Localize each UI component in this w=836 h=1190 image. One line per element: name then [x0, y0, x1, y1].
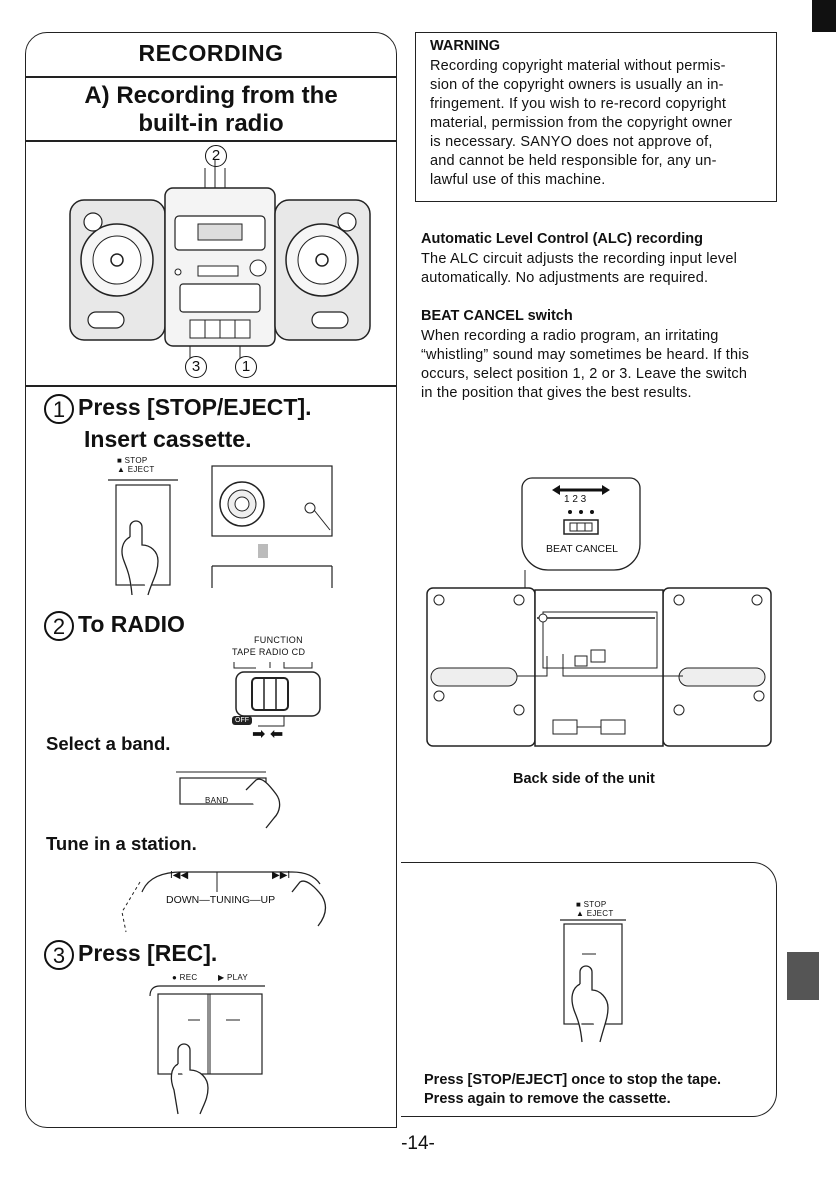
- callout-3: 3: [185, 356, 207, 378]
- subtitle-divider: [25, 140, 397, 142]
- warning-text: Recording copyright material without per…: [430, 58, 733, 188]
- tuning-buttons-illustration[interactable]: [112, 862, 342, 942]
- left-column-frame: [25, 32, 397, 1128]
- beat-cancel-switch-illustration[interactable]: [521, 477, 641, 571]
- beat-cancel-title: BEAT CANCEL switch: [421, 308, 573, 324]
- stop-eject-instruction-line1: Press [STOP/EJECT] once to stop the tape…: [424, 1072, 722, 1088]
- cassette-insert-illustration: [211, 465, 333, 588]
- stop-eject-panel-illustration[interactable]: [560, 918, 630, 1046]
- direction-arrows: ➡ ⬅: [252, 726, 284, 743]
- back-side-caption: Back side of the unit: [513, 771, 655, 787]
- beat-cancel-label: BEAT CANCEL: [546, 543, 618, 555]
- section-title: RECORDING: [138, 40, 284, 66]
- beat-cancel-text: When recording a radio program, an irrit…: [421, 328, 750, 401]
- page-tab-top: [812, 0, 836, 32]
- back-side-unit-illustration: [426, 570, 772, 747]
- stop-eject-instruction-line2: Press again to remove the cassette.: [424, 1091, 671, 1107]
- stop-eject-panel: [401, 862, 777, 1117]
- stop-eject-hand-illustration: [108, 479, 178, 596]
- play-label: ▶ PLAY: [218, 973, 249, 982]
- boombox-front-illustration: [69, 160, 371, 358]
- off-indicator: OFF: [232, 716, 252, 725]
- band-button-illustration[interactable]: [176, 770, 286, 830]
- beat-cancel-positions: 1 2 3: [564, 494, 587, 505]
- step1-heading-line2: Insert cassette.: [84, 426, 252, 452]
- function-switch-illustration[interactable]: [228, 660, 328, 740]
- warning-box: [415, 32, 777, 202]
- rec-label: ● REC: [172, 973, 198, 982]
- callout-1: 1: [235, 356, 257, 378]
- subsection-title-line2: built-in radio: [138, 110, 284, 137]
- callout-2: 2: [205, 145, 227, 167]
- alc-title: Automatic Level Control (ALC) recording: [421, 231, 703, 247]
- tune-station-text: Tune in a station.: [46, 833, 197, 854]
- select-band-text: Select a band.: [46, 733, 171, 754]
- page-number: -14-: [401, 1133, 435, 1154]
- page-tab-side: [787, 952, 819, 1000]
- eject-key-label: ▲ EJECT: [117, 465, 155, 474]
- tuning-up-symbol: ▶▶I: [272, 870, 291, 881]
- warning-title: WARNING: [430, 38, 501, 54]
- subsection-title-line1: A) Recording from the: [84, 82, 338, 109]
- title-divider: [25, 76, 397, 78]
- step1-divider: [25, 385, 397, 387]
- function-options-label: TAPE RADIO CD: [232, 647, 306, 657]
- tuning-down-symbol: I◀◀: [170, 870, 189, 881]
- function-label: FUNCTION: [254, 635, 303, 645]
- tuning-label: DOWN—TUNING—UP: [166, 894, 276, 906]
- stop-panel-eject-label: ▲ EJECT: [576, 909, 614, 918]
- alc-text: The ALC circuit adjusts the recording in…: [421, 251, 738, 286]
- rec-play-hand-illustration: [149, 985, 265, 1115]
- band-label: BAND: [205, 796, 229, 805]
- stop-panel-stop-label: ■ STOP: [576, 900, 607, 909]
- stop-key-label: ■ STOP: [117, 456, 148, 465]
